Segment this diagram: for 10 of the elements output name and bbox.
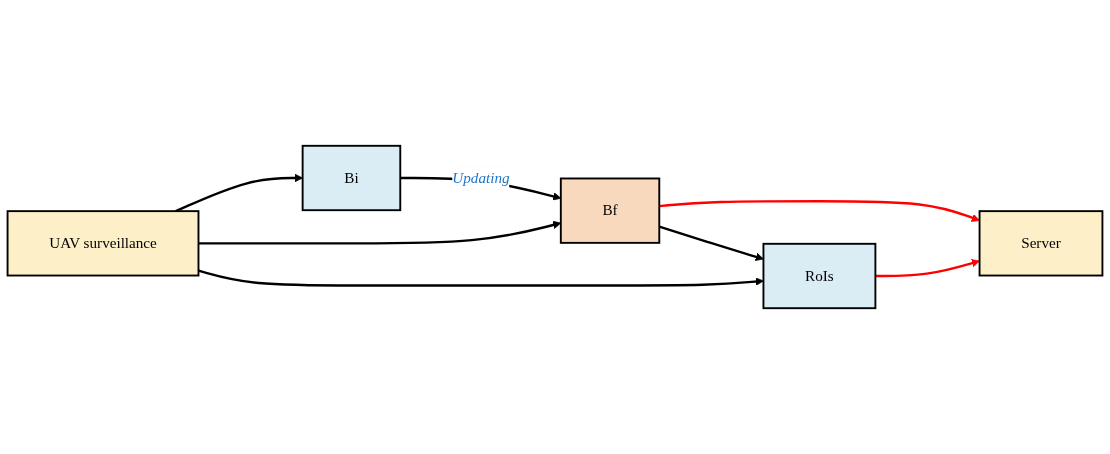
- arrow: [198, 269, 764, 287]
- arrow: [659, 200, 980, 222]
- node-box: RoIs: [762, 242, 877, 310]
- arrow: [175, 173, 303, 213]
- node-box: UAV surveillance: [6, 210, 200, 277]
- node-box: Bi: [301, 144, 402, 212]
- node-box: Bf: [559, 177, 661, 244]
- arrow: [875, 259, 980, 278]
- edge-label: Updating: [452, 169, 510, 186]
- node-box: Server: [978, 210, 1104, 277]
